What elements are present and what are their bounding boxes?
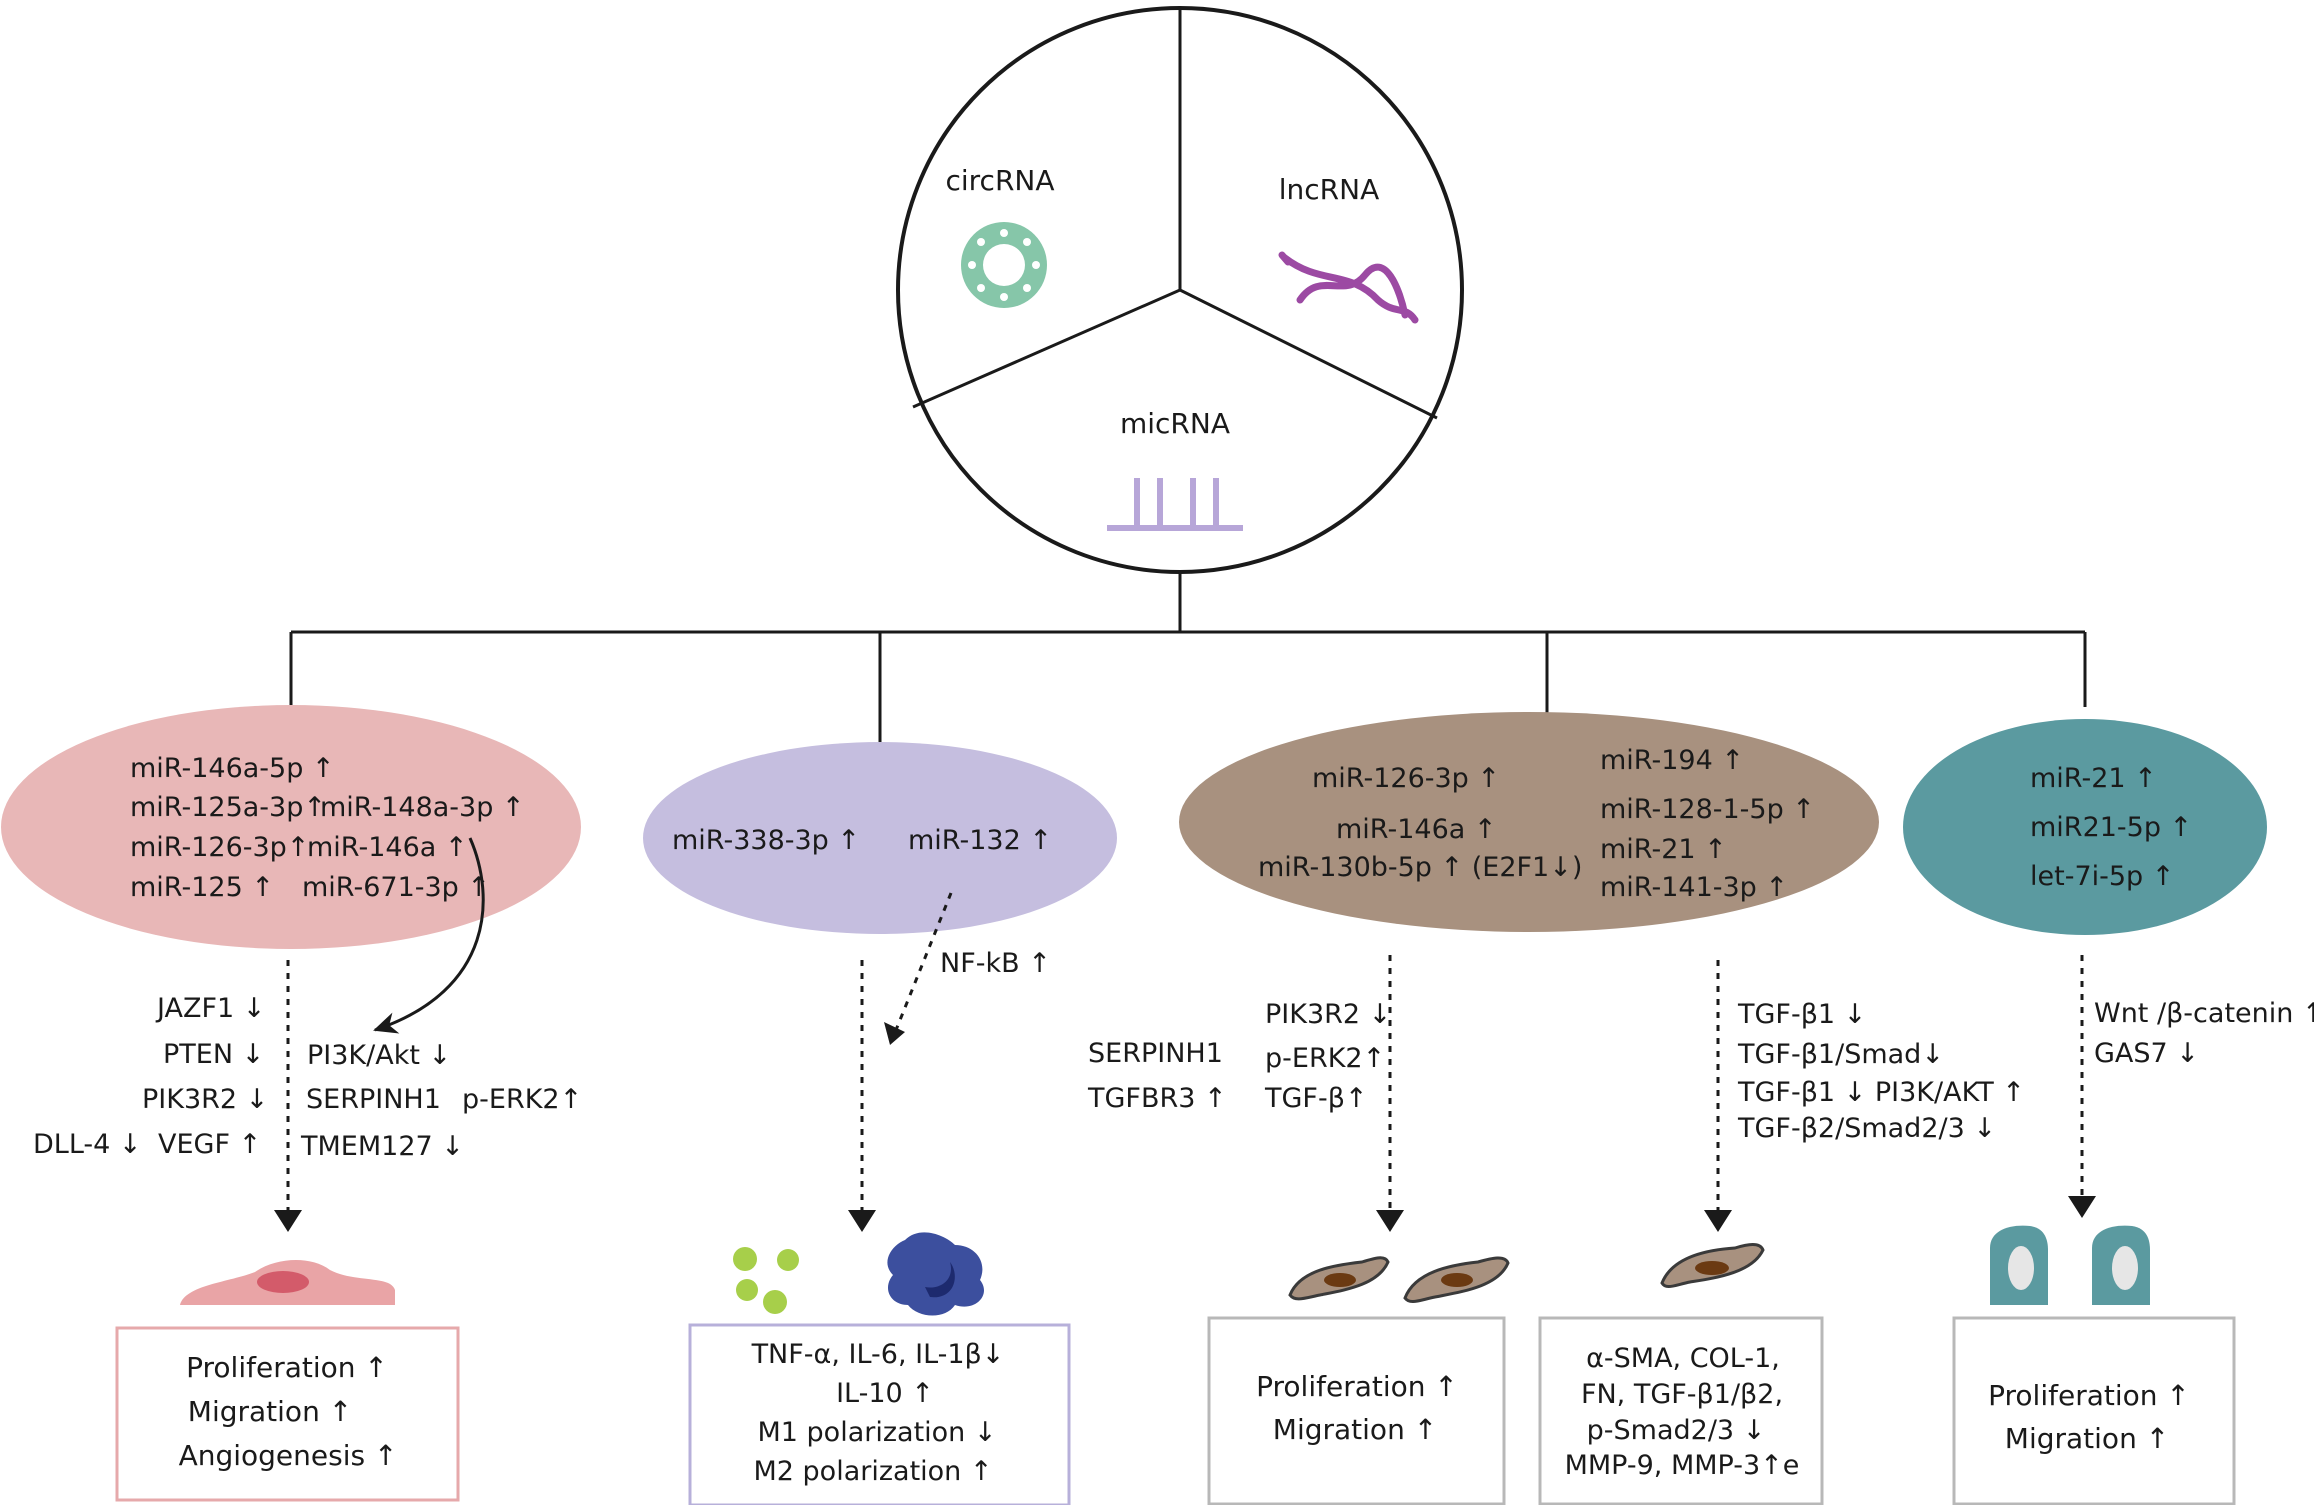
group-1-ellipse [1, 705, 581, 949]
g1-target-serpinh1: SERPINH1 [306, 1084, 441, 1115]
g4-outcome-2: Migration ↑ [2005, 1422, 2169, 1455]
g4-outcome-1: Proliferation ↑ [1988, 1379, 2190, 1412]
g1-target-pten: PTEN ↓ [163, 1039, 264, 1070]
micrna-label: micRNA [1120, 407, 1230, 440]
g3-target-serpinh1: SERPINH1 [1088, 1038, 1223, 1069]
g3-mirna-right-4: miR-141-3p ↑ [1600, 872, 1788, 903]
group-3-ellipse [1179, 712, 1879, 932]
g3-mirna-left-3: miR-130b-5p ↑ (E2F1↓) [1258, 852, 1582, 883]
g1-target-jazf1: JAZF1 ↓ [155, 993, 265, 1024]
circrna-icon [961, 222, 1047, 308]
g1-mirna-2: miR-125a-3p↑ [130, 792, 326, 823]
g2-outcome-1: TNF-α, IL-6, IL-1β↓ [751, 1339, 1005, 1370]
g3-mirna-right-3: miR-21 ↑ [1600, 834, 1727, 865]
g3-outcome-box-a [1207, 1316, 1506, 1506]
g1-mirna-5: miR-146a ↑ [307, 832, 468, 863]
cytokine-dots-icon [733, 1247, 799, 1314]
g3-outcome-a-2: Migration ↑ [1273, 1413, 1437, 1446]
circrna-label: circRNA [945, 164, 1054, 197]
rna-type-circle: circRNA lncRNA micRNA [896, 6, 1464, 574]
g3-mirna-left-1: miR-126-3p ↑ [1312, 763, 1500, 794]
lncrna-label: lncRNA [1279, 173, 1379, 206]
g4-target-gas7: GAS7 ↓ [2094, 1038, 2199, 1069]
g3-target-b-2: TGF-β1/Smad↓ [1737, 1039, 1944, 1070]
g3-outcome-box-b [1538, 1316, 1824, 1506]
tree-connectors [289, 572, 2087, 742]
g1-target-tmem127: TMEM127 ↓ [300, 1131, 464, 1162]
g2-outcome-2: IL-10 ↑ [836, 1378, 934, 1409]
endothelial-cell-icon [180, 1260, 395, 1305]
g1-mirna-6: miR-125 ↑ [130, 872, 274, 903]
g3-outcome-b-4: MMP-9, MMP-3↑e [1565, 1450, 1800, 1481]
g1-outcome-3: Angiogenesis ↑ [179, 1439, 398, 1472]
g3-target-b-3: TGF-β1 ↓ PI3K/AKT ↑ [1737, 1077, 2025, 1108]
g1-target-vegf: VEGF ↑ [158, 1129, 261, 1160]
macrophage-icon [887, 1232, 984, 1316]
g1-target-perk2: p-ERK2↑ [462, 1084, 582, 1115]
group-3: miR-126-3p ↑ miR-146a ↑ miR-130b-5p ↑ (E… [1087, 712, 2025, 1506]
g1-outcome-1: Proliferation ↑ [186, 1351, 388, 1384]
group-2-ellipse [643, 742, 1117, 934]
g2-target-nfkb: NF-kB ↑ [940, 948, 1051, 979]
g1-curved-arrow [373, 837, 485, 1034]
g2-mirna-2: miR-132 ↑ [908, 825, 1052, 856]
lncrna-icon [1278, 251, 1419, 324]
g3-outcome-b-1: α-SMA, COL-1, [1586, 1343, 1780, 1374]
group-1: miR-146a-5p ↑ miR-125a-3p↑ miR-148a-3p ↑… [1, 705, 582, 1502]
group-2: miR-338-3p ↑ miR-132 ↑ NF-kB ↑ TNF-α, IL… [643, 742, 1117, 1507]
g3-target-tgfb: TGF-β↑ [1264, 1083, 1368, 1114]
g4-outcome-box [1952, 1316, 2236, 1506]
g1-target-pik3r2: PIK3R2 ↓ [142, 1084, 268, 1115]
g3-target-perk2: p-ERK2↑ [1265, 1043, 1385, 1074]
g3-mirna-right-1: miR-194 ↑ [1600, 745, 1744, 776]
g4-mirna-3: let-7i-5p ↑ [2030, 861, 2174, 892]
g3-outcome-b-3: p-Smad2/3 ↓ [1587, 1415, 1766, 1446]
g3-target-b-1: TGF-β1 ↓ [1737, 999, 1866, 1030]
g1-mirna-4: miR-126-3p↑ [130, 832, 309, 863]
g3-outcome-a-1: Proliferation ↑ [1256, 1370, 1458, 1403]
g1-outcome-box [115, 1326, 460, 1502]
g4-target-wnt: Wnt /β-catenin ↑ [2094, 998, 2314, 1029]
g4-mirna-2: miR21-5p ↑ [2030, 812, 2192, 843]
g3-target-tgfbr3: TGFBR3 ↑ [1087, 1083, 1227, 1114]
g3-mirna-left-2: miR-146a ↑ [1336, 814, 1497, 845]
g3-outcome-b-2: FN, TGF-β1/β2, [1581, 1379, 1783, 1410]
fibroblast-cells-icon [1288, 1243, 1765, 1304]
g1-mirna-1: miR-146a-5p ↑ [130, 753, 335, 784]
g3-mirna-right-2: miR-128-1-5p ↑ [1600, 794, 1815, 825]
group-4-ellipse [1903, 719, 2267, 935]
keratinocyte-cells-icon [1990, 1225, 2150, 1305]
g1-mirna-7: miR-671-3p ↑ [302, 872, 490, 903]
g2-mirna-1: miR-338-3p ↑ [672, 825, 860, 856]
g2-outcome-3: M1 polarization ↓ [757, 1417, 996, 1448]
g3-target-b-4: TGF-β2/Smad2/3 ↓ [1737, 1113, 1996, 1144]
g1-mirna-3: miR-148a-3p ↑ [320, 792, 525, 823]
g4-mirna-1: miR-21 ↑ [2030, 763, 2157, 794]
group-4: miR-21 ↑ miR21-5p ↑ let-7i-5p ↑ Wnt /β-c… [1903, 719, 2314, 1506]
g2-outcome-4: M2 polarization ↑ [753, 1456, 992, 1487]
g3-target-pik3r2: PIK3R2 ↓ [1265, 999, 1391, 1030]
g1-target-dll4: DLL-4 ↓ [33, 1129, 142, 1160]
g1-target-pi3k: PI3K/Akt ↓ [307, 1040, 451, 1071]
micrna-icon [1107, 478, 1243, 531]
g1-outcome-2: Migration ↑ [188, 1395, 352, 1428]
